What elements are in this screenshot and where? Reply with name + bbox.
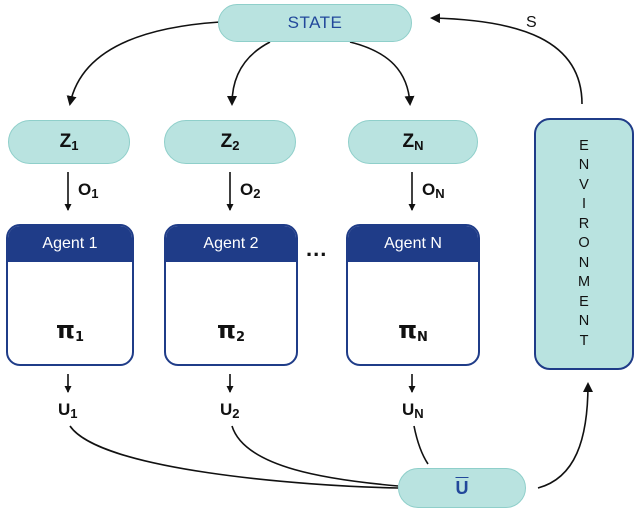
o1-label: O bbox=[78, 180, 92, 199]
state-to-z1-arrow bbox=[66, 21, 221, 106]
on-subscript: N bbox=[435, 186, 445, 201]
agent-1-header: Agent 1 bbox=[8, 226, 132, 262]
env-letter: O bbox=[578, 235, 590, 252]
agents-ellipsis: ... bbox=[306, 236, 328, 261]
o2-label: O bbox=[240, 180, 254, 199]
zn-subscript: N bbox=[414, 138, 424, 153]
state-label: STATE bbox=[287, 13, 343, 32]
env-letter: E bbox=[579, 137, 589, 154]
pi2-subscript: 2 bbox=[235, 330, 246, 345]
pin-subscript: N bbox=[417, 330, 428, 345]
env-letter: T bbox=[579, 332, 589, 349]
u1-subscript: 1 bbox=[70, 406, 78, 421]
agent-box-2: Agent 2 π2 bbox=[164, 224, 298, 366]
u2-to-joint-curve bbox=[231, 425, 399, 487]
env-letter: M bbox=[577, 274, 591, 291]
agent-n-header: Agent N bbox=[348, 226, 478, 262]
env-letter: E bbox=[579, 293, 589, 310]
pi1-label: π bbox=[55, 316, 75, 344]
pi1-subscript: 1 bbox=[74, 330, 85, 345]
env-letter: I bbox=[581, 196, 587, 213]
z1-label: Z bbox=[59, 131, 72, 152]
state-to-z2-arrow bbox=[227, 41, 271, 106]
joint-action-node: U bbox=[398, 468, 526, 508]
agent-box-n: Agent N πN bbox=[346, 224, 480, 366]
state-node: STATE bbox=[218, 4, 412, 42]
z2-label: Z bbox=[220, 131, 233, 152]
u1-label: U bbox=[58, 400, 71, 419]
env-to-state-arrow bbox=[430, 13, 583, 105]
agent-2-header: Agent 2 bbox=[166, 226, 296, 262]
zn-label: Z bbox=[402, 131, 415, 152]
pin-label: π bbox=[398, 316, 418, 344]
pi2-label: π bbox=[216, 316, 236, 344]
un-label: U bbox=[402, 400, 415, 419]
u1-to-joint-curve bbox=[69, 425, 399, 489]
z1-subscript: 1 bbox=[71, 138, 79, 153]
environment-node: E N V I R O N M E N T bbox=[534, 118, 634, 370]
env-letter: N bbox=[578, 313, 590, 330]
z2-subscript: 2 bbox=[232, 138, 240, 153]
observation-node-2: Z2 bbox=[164, 120, 296, 164]
o2-subscript: 2 bbox=[253, 186, 261, 201]
env-letter: N bbox=[578, 157, 590, 174]
u2-label: U bbox=[220, 400, 233, 419]
un-subscript: N bbox=[414, 406, 424, 421]
state-to-zn-arrow bbox=[349, 41, 415, 106]
un-to-joint-curve bbox=[413, 425, 429, 465]
observation-node-1: Z1 bbox=[8, 120, 130, 164]
u2-subscript: 2 bbox=[232, 406, 240, 421]
observation-node-n: ZN bbox=[348, 120, 478, 164]
s-label: S bbox=[526, 14, 537, 31]
env-letter: R bbox=[578, 215, 590, 232]
joint-to-env-arrow bbox=[537, 382, 593, 489]
o1-subscript: 1 bbox=[91, 186, 99, 201]
on-label: O bbox=[422, 180, 436, 199]
env-letter: V bbox=[579, 176, 589, 193]
joint-action-label: U bbox=[455, 477, 469, 498]
agent-box-1: Agent 1 π1 bbox=[6, 224, 134, 366]
env-letter: N bbox=[578, 254, 590, 271]
